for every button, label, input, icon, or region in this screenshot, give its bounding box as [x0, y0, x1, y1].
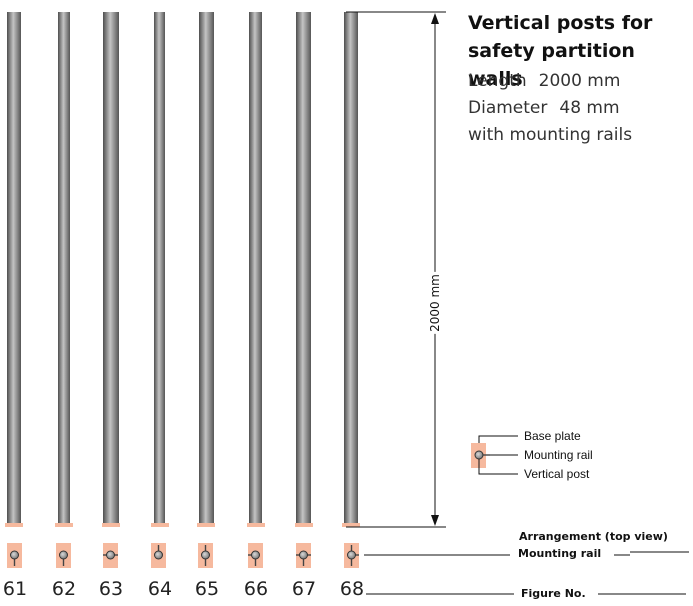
- figure-number-62: 62: [51, 578, 77, 600]
- figure-no-label: Figure No.: [521, 587, 586, 600]
- top-view-symbols: [7, 543, 359, 568]
- base-plate-64: [151, 523, 169, 527]
- dimension-label: 2000 mm: [428, 272, 443, 334]
- base-plate-61: [5, 523, 23, 527]
- arrangement-rail-label: Mounting rail: [518, 547, 602, 560]
- spec-extra: with mounting rails: [468, 125, 633, 145]
- top-view-67: [296, 543, 311, 568]
- figure-number-66: 66: [243, 578, 269, 600]
- post-68: [344, 12, 358, 526]
- top-view-65: [198, 543, 213, 568]
- post-65: [199, 12, 214, 526]
- base-plate-63: [102, 523, 120, 527]
- top-view-68: [344, 543, 359, 568]
- spec-diameter-value: 48 mm: [559, 98, 620, 118]
- post-66: [249, 12, 262, 526]
- title-block: Vertical posts for safety partition wall…: [468, 9, 693, 93]
- figure-number-67: 67: [291, 578, 317, 600]
- arrangement-label: Arrangement (top view): [519, 530, 668, 543]
- legend-base-plate: Base plate: [524, 429, 581, 443]
- legend-mounting-rail: Mounting rail: [524, 448, 593, 462]
- base-plate-62: [55, 523, 73, 527]
- figure-number-63: 63: [98, 578, 124, 600]
- dimension-arrow: [346, 11, 446, 528]
- base-plate-66: [247, 523, 265, 527]
- base-plate-68: [342, 523, 360, 527]
- post-64: [154, 12, 165, 526]
- title-line-2: safety partition walls: [468, 40, 635, 90]
- post-63: [103, 12, 119, 526]
- legend-vertical-post: Vertical post: [524, 467, 590, 481]
- figure-number-61: 61: [2, 578, 28, 600]
- title-line-1: Vertical posts for: [468, 12, 653, 34]
- top-view-66: [248, 543, 263, 568]
- base-plates: [5, 523, 360, 527]
- post-67: [296, 12, 311, 526]
- spec-diameter: Diameter 48 mm: [468, 96, 693, 120]
- top-view-63: [103, 543, 118, 568]
- top-view-62: [56, 543, 71, 568]
- figure-number-65: 65: [194, 578, 220, 600]
- top-view-64: [151, 543, 166, 568]
- post-62: [58, 12, 70, 526]
- figure-number-68: 68: [339, 578, 365, 600]
- dimension-label-wrap: 2000 mm: [425, 268, 445, 338]
- base-plate-67: [295, 523, 313, 527]
- spec-diameter-label: Diameter: [468, 98, 548, 118]
- spec-length-value: 2000 mm: [538, 71, 621, 91]
- spec-length-label: Length: [468, 71, 527, 91]
- legend-symbol: [471, 435, 518, 475]
- figure-number-64: 64: [147, 578, 173, 600]
- top-view-61: [7, 543, 22, 568]
- leader-lines: [364, 551, 689, 595]
- post-61: [7, 12, 21, 526]
- base-plate-65: [197, 523, 215, 527]
- vertical-posts: [7, 12, 358, 526]
- spec-length: Length 2000 mm: [468, 69, 693, 93]
